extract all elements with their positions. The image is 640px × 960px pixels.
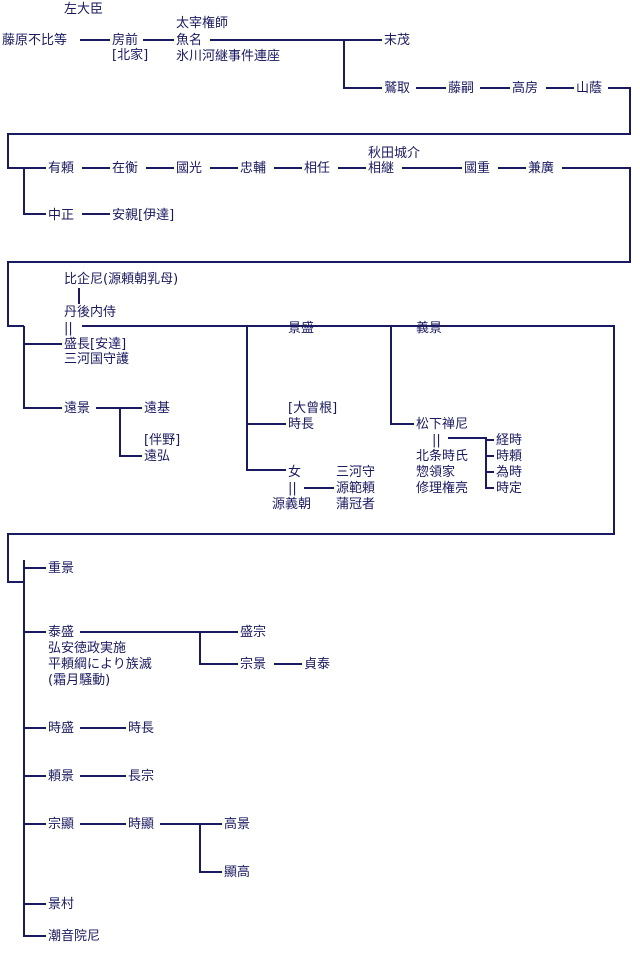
person-morinaga: 盛長[安達] <box>64 337 127 352</box>
person-tsunetoki: 経時 <box>496 433 523 448</box>
person-takakage: 高景 <box>224 817 251 832</box>
person-tomoto: 遠基 <box>144 401 171 416</box>
person-kagemura: 景村 <box>48 897 75 912</box>
person-nagamune: 長宗 <box>128 769 155 784</box>
lineage-line <box>448 437 494 489</box>
marriage-symbol: || <box>432 433 441 448</box>
title-mikawa-shugo: 三河国守護 <box>64 352 130 367</box>
person-suemochi: 末茂 <box>384 33 411 48</box>
note-uona: 氷川河継事件連座 <box>176 49 281 64</box>
person-tadasuke: 忠輔 <box>240 161 267 176</box>
lineage-line <box>7 325 615 583</box>
person-kunimitsu: 國光 <box>176 161 203 176</box>
person-yamakage: 山蔭 <box>576 81 603 96</box>
person-tametoki: 為時 <box>496 465 523 480</box>
person-hikinoama: 比企尼(源頼朝乳母) <box>64 272 179 287</box>
person-sadayasu: 貞泰 <box>304 657 331 672</box>
clan-hokke: [北家] <box>112 48 149 63</box>
note-kaja: 蒲冠者 <box>336 497 376 512</box>
lineage-line <box>7 167 631 327</box>
lineage-line <box>343 40 382 89</box>
person-tango: 丹後内侍 <box>64 305 117 320</box>
person-kunishige: 國重 <box>464 161 491 176</box>
person-yasumori: 泰盛 <box>48 625 75 640</box>
person-arihira: 在衡 <box>112 161 139 176</box>
person-shigekage: 重景 <box>48 561 75 576</box>
person-tokimori: 時盛 <box>48 721 75 736</box>
lineage-line <box>199 824 222 873</box>
person-munekage: 宗景 <box>240 657 267 672</box>
person-matsushita: 松下禅尼 <box>416 417 469 432</box>
person-uona: 魚名 <box>176 33 203 48</box>
person-fusasaki: 房前 <box>112 33 139 48</box>
person-muneaki: 宗顯 <box>48 817 75 832</box>
lineage-line <box>23 560 46 937</box>
title-akita: 秋田城介 <box>368 146 421 161</box>
person-yoshikage: 義景 <box>416 321 443 336</box>
person-onna: 女 <box>288 465 302 480</box>
person-kanehiro: 兼廣 <box>528 161 555 176</box>
person-yorikage: 頼景 <box>48 769 75 784</box>
lineage-line <box>390 326 414 425</box>
lineage-line <box>199 632 238 665</box>
person-fubito: 藤原不比等 <box>2 33 68 48</box>
title-sadaijin: 左大臣 <box>64 2 104 17</box>
person-sukeyoshi: 相継 <box>368 161 395 176</box>
person-tookage: 遠景 <box>64 401 91 416</box>
lineage-line <box>23 344 62 409</box>
lineage-line <box>23 168 46 215</box>
marriage-symbol: || <box>64 321 73 336</box>
person-kagemori: 景盛 <box>288 321 315 336</box>
note-soryoke: 惣領家 <box>416 465 456 480</box>
person-fujitsugu: 藤嗣 <box>448 81 475 96</box>
note-yasumori-2: 平頼綱により族滅 <box>48 657 152 672</box>
person-arisuke: 有頼 <box>48 161 75 176</box>
person-washitori: 鷲取 <box>384 81 411 96</box>
person-nakamasa: 中正 <box>48 208 75 223</box>
person-tokiyori: 時頼 <box>496 449 523 464</box>
note-yasumori-3: (霜月騒動) <box>48 673 111 688</box>
person-akitaka: 顯高 <box>224 865 251 880</box>
person-tokiuji: 北条時氏 <box>416 449 469 464</box>
marriage-symbol: || <box>288 481 297 496</box>
lineage-line <box>119 408 142 457</box>
clan-tomo: [伴野] <box>144 433 181 448</box>
person-tokinaga: 時長 <box>128 721 155 736</box>
person-tokisada: 時定 <box>496 481 523 496</box>
lineage-line <box>7 87 631 169</box>
title-shuri: 修理権亮 <box>416 481 469 496</box>
person-noriyori: 源範頼 <box>336 481 376 496</box>
person-yasuchika: 安親[伊達] <box>112 208 175 223</box>
note-yasumori-1: 弘安徳政実施 <box>48 641 127 656</box>
clan-osone: [大曾根] <box>288 401 338 416</box>
lineage-line <box>246 326 286 471</box>
person-tokiaki: 時顯 <box>128 817 155 832</box>
title-mikawa-kami: 三河守 <box>336 465 376 480</box>
person-choonin: 潮音院尼 <box>48 929 101 944</box>
title-uona: 太宰権師 <box>176 16 229 31</box>
person-suketo: 相任 <box>304 161 331 176</box>
lineage-line <box>23 326 62 345</box>
person-tohiro: 遠弘 <box>144 449 171 464</box>
person-yoritomo: 源義朝 <box>272 497 312 512</box>
person-takafusa: 高房 <box>512 81 539 96</box>
person-morimune: 盛宗 <box>240 625 267 640</box>
person-tokinaga-osone: 時長 <box>288 417 315 432</box>
